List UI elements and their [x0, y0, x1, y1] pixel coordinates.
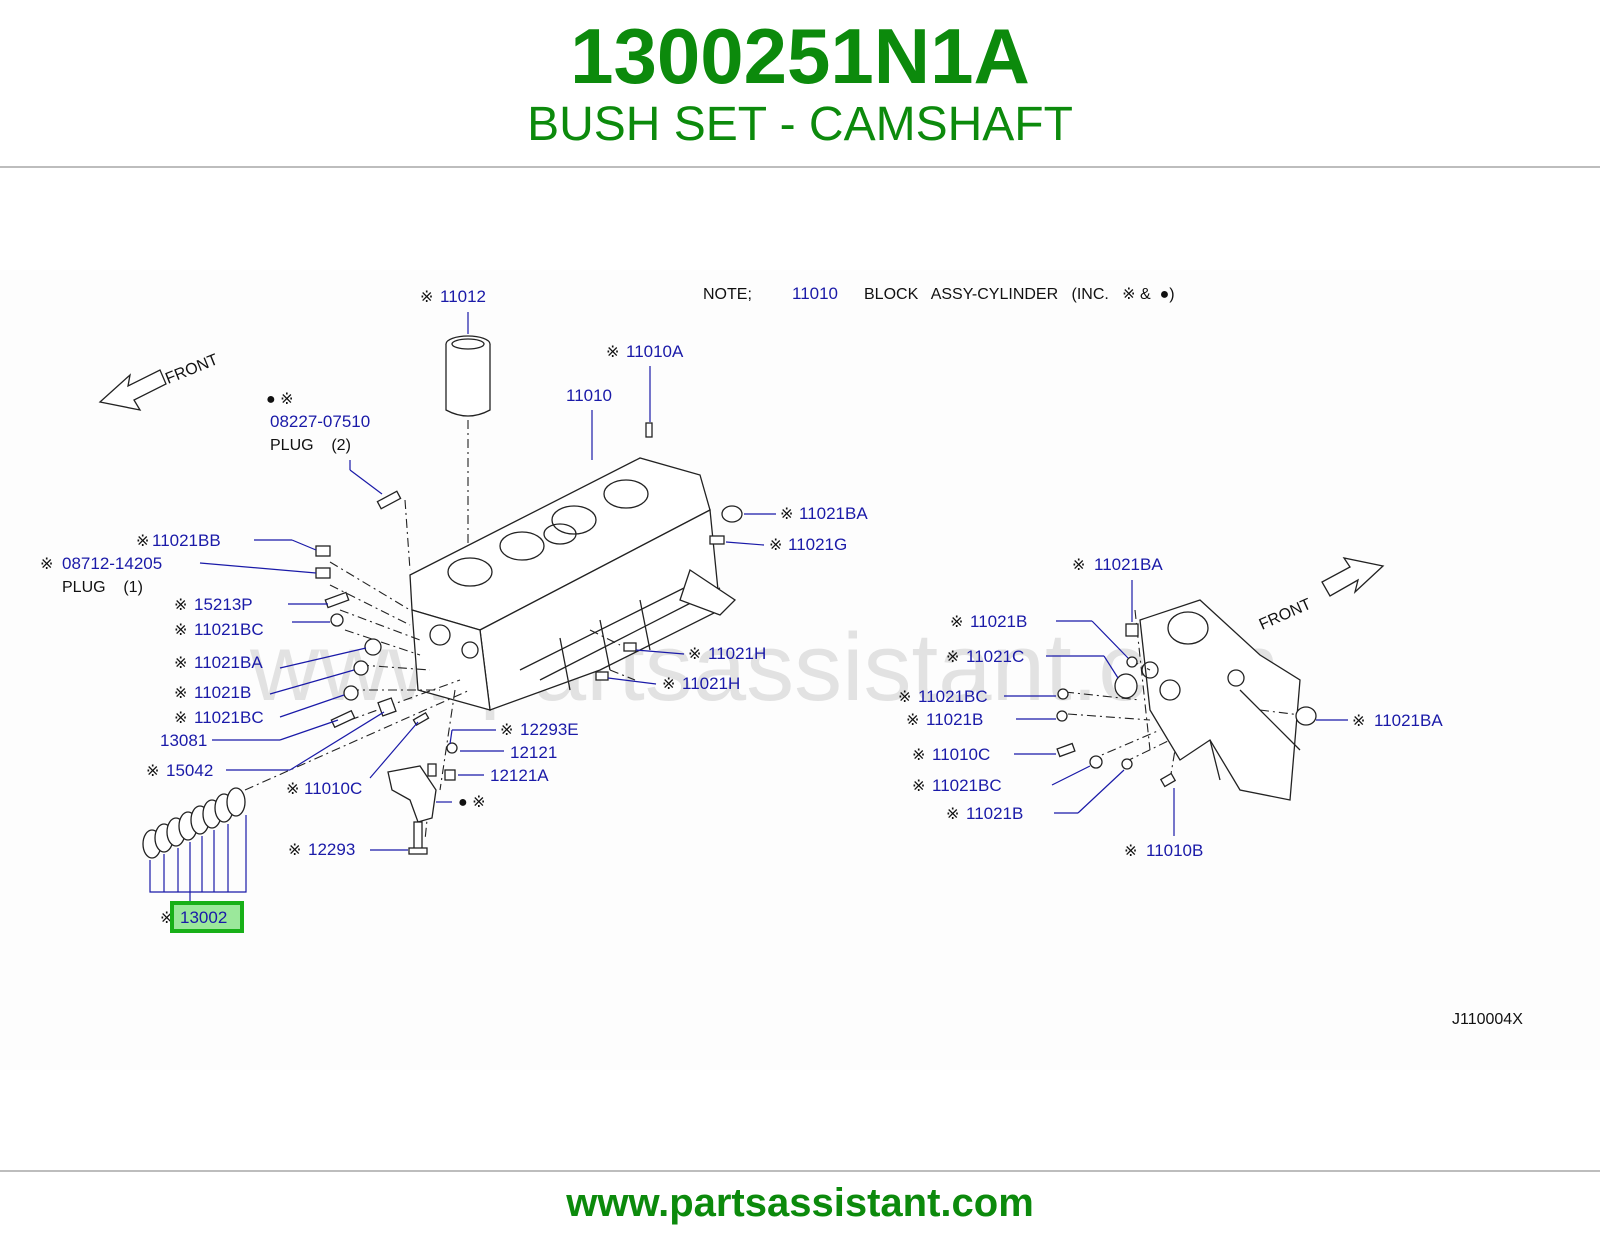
- callout-13081[interactable]: 13081: [160, 731, 207, 750]
- front-arrow-icon: [98, 369, 167, 411]
- callout-11021B[interactable]: 11021B: [194, 683, 251, 702]
- callout-mark: ※: [606, 344, 619, 361]
- callout-08712-14205[interactable]: 08712-14205: [62, 554, 162, 573]
- part-name-subtitle: BUSH SET - CAMSHAFT: [527, 98, 1073, 151]
- callout-15213P[interactable]: 15213P: [194, 595, 253, 614]
- callout-11021BA-r2[interactable]: 11021BA: [1374, 711, 1443, 730]
- callout-11021BC-r[interactable]: 11021BC: [918, 687, 988, 706]
- callout-12121A[interactable]: 12121A: [490, 766, 549, 785]
- callout-mark: ※: [174, 655, 187, 672]
- footer-divider: [0, 1170, 1600, 1172]
- callout-mark: ※: [1072, 557, 1085, 574]
- page-header: 1300251N1A BUSH SET - CAMSHAFT: [0, 0, 1600, 168]
- callout-mark: ※: [40, 556, 53, 573]
- callout-mark: ※: [136, 533, 149, 550]
- callout-11010C[interactable]: 11010C: [304, 779, 362, 798]
- callout-mark: ※: [769, 537, 782, 554]
- highlight-box: [170, 901, 244, 933]
- cylinder-block-drawing: [142, 335, 743, 910]
- callout-11021BA[interactable]: 11021BA: [799, 504, 868, 523]
- diagram-code: J110004X: [1452, 1011, 1523, 1028]
- part-number-title: 1300251N1A: [570, 12, 1030, 100]
- callout-mark: ※: [500, 722, 513, 739]
- callout-mark: ※: [662, 676, 675, 693]
- callout-mark: ※: [174, 685, 187, 702]
- callout-mark: ※: [288, 842, 301, 859]
- callout-11021B-r2[interactable]: 11021B: [926, 710, 983, 729]
- callout-11021BB[interactable]: 11021BB: [152, 531, 221, 550]
- callout-mark: ※: [912, 778, 925, 795]
- callout-11021B-r3[interactable]: 11021B: [966, 804, 1023, 823]
- callout-mark: ※: [946, 649, 959, 666]
- callout-12293[interactable]: 12293: [308, 840, 355, 859]
- note-text: BLOCK ASSY-CYLINDER (INC. ※ & ●): [864, 286, 1175, 303]
- callout-mark: ※: [1352, 713, 1365, 730]
- callout-11021H-2[interactable]: 11021H: [682, 674, 740, 693]
- callout-12121[interactable]: 12121: [510, 743, 557, 762]
- callout-08227-07510[interactable]: 08227-07510: [270, 412, 370, 431]
- callout-mark: ※: [174, 710, 187, 727]
- callout-11012[interactable]: 11012: [440, 287, 486, 306]
- callout-mark: ※: [898, 689, 911, 706]
- callout-mark: ● ※: [266, 391, 294, 408]
- callout-15042[interactable]: 15042: [166, 761, 213, 780]
- callout-13002-highlighted[interactable]: 13002: [180, 908, 227, 927]
- callout-11010C-r[interactable]: 11010C: [932, 745, 990, 764]
- callout-11021BC-r2[interactable]: 11021BC: [932, 776, 1002, 795]
- callout-11021G[interactable]: 11021G: [788, 535, 847, 554]
- callout-12293E[interactable]: 12293E: [520, 720, 579, 739]
- callout-11021BA-r[interactable]: 11021BA: [1094, 555, 1163, 574]
- note-prefix: NOTE;: [703, 286, 752, 303]
- cylinder-block-rear-view: [1056, 599, 1317, 801]
- callout-mark: ※: [946, 806, 959, 823]
- front-arrow-icon-right: [1321, 557, 1385, 597]
- parts-diagram-svg: www.partsassistant.com NOTE; 11010 BLOCK…: [40, 284, 1523, 1028]
- callouts-right: ※ 11021BA ※ 11021B ※ 11021C ※ 11021BC ※ …: [898, 555, 1443, 860]
- header-divider: [0, 166, 1600, 168]
- callout-11021BC[interactable]: 11021BC: [194, 620, 264, 639]
- callout-11021B-r[interactable]: 11021B: [970, 612, 1027, 631]
- callout-mark: ※: [146, 763, 159, 780]
- callout-mark: ※: [286, 781, 299, 798]
- callout-mark: ※: [174, 597, 187, 614]
- callout-plug-desc: PLUG (2): [270, 437, 351, 454]
- callout-11021C-r[interactable]: 11021C: [966, 647, 1024, 666]
- callout-11021H[interactable]: 11021H: [708, 644, 766, 663]
- callout-mark: ※: [420, 289, 433, 306]
- callout-11021BC-2[interactable]: 11021BC: [194, 708, 264, 727]
- callout-11021BA-2[interactable]: 11021BA: [194, 653, 263, 672]
- callout-11010A[interactable]: 11010A: [626, 342, 684, 361]
- note-part-link[interactable]: 11010: [792, 284, 838, 303]
- callout-mark: ※: [780, 506, 793, 523]
- footer-website-link[interactable]: www.partsassistant.com: [566, 1181, 1034, 1225]
- camshaft-bush-set-icon[interactable]: [142, 787, 247, 910]
- front-label-left: FRONT: [163, 351, 221, 387]
- front-label-right: FRONT: [1257, 596, 1314, 634]
- callout-mark: ※: [950, 614, 963, 631]
- callout-mark: ※: [688, 646, 701, 663]
- callout-11010[interactable]: 11010: [566, 386, 612, 405]
- watermark-text: www.partsassistant.com: [249, 614, 1280, 721]
- callout-mark: ※: [1124, 843, 1137, 860]
- callout-mark: ※: [906, 712, 919, 729]
- callout-mark: ※: [174, 622, 187, 639]
- callout-11010B-r[interactable]: 11010B: [1146, 841, 1203, 860]
- callouts-left: ※ 11012 ※ 11010A 11010 ● ※ 08227-07510 P…: [40, 287, 868, 933]
- parts-diagram: www.partsassistant.com NOTE; 11010 BLOCK…: [0, 270, 1600, 1070]
- callout-mark: ● ※: [458, 794, 486, 811]
- callout-plug-desc: PLUG (1): [62, 579, 143, 596]
- callout-mark: ※: [912, 747, 925, 764]
